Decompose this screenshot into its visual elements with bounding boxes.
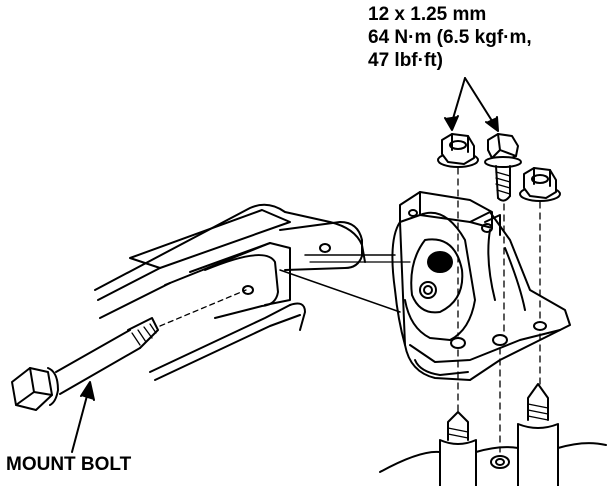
flange-nut-2 [520, 168, 560, 201]
mount-fasteners [438, 134, 560, 452]
hex-bolt [485, 134, 521, 201]
mount-bolt [12, 290, 246, 410]
frame-rail [95, 205, 410, 380]
callout-arrows [445, 78, 498, 131]
body-studs [380, 384, 606, 486]
torque-spec-line-2: 47 lbf·ft) [368, 50, 443, 71]
mount-bolt-arrow [72, 382, 94, 452]
mount-bolt-label: MOUNT BOLT [6, 454, 132, 475]
bolt-size-spec: 12 x 1.25 mm [368, 4, 487, 25]
torque-spec-line-1: 64 N·m (6.5 kgf·m, [368, 27, 532, 48]
flange-nut-1 [438, 134, 478, 167]
engine-mount [392, 192, 570, 380]
